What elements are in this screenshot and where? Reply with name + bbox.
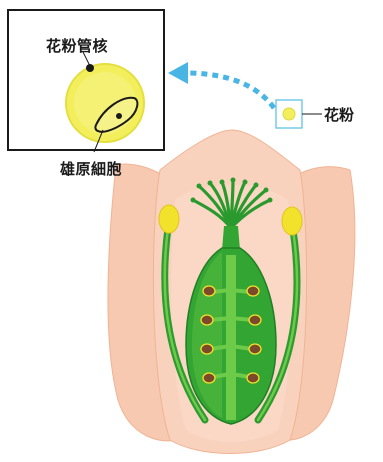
ovule — [201, 315, 213, 325]
stamen-anther-right — [282, 207, 302, 235]
style — [222, 226, 240, 250]
pollen-small-box — [276, 100, 322, 128]
pollen-tube-nucleus-label: 花粉管核 — [46, 35, 108, 56]
pollen-grain-small — [283, 108, 295, 120]
pollen-enlarged-frame — [8, 10, 164, 152]
ovule — [203, 373, 215, 383]
arrow-head — [168, 62, 188, 84]
generative-cell-nucleus — [116, 113, 122, 119]
pollen-label: 花粉 — [324, 104, 354, 125]
ovule — [203, 286, 215, 296]
ovule — [247, 373, 259, 383]
ovule — [249, 315, 261, 325]
ovule — [249, 344, 261, 354]
stamen-anther-left — [159, 205, 179, 233]
ovule — [201, 344, 213, 354]
dashed-arrow — [168, 62, 274, 108]
generative-cell-label: 雄原細胞 — [60, 158, 122, 179]
ovule — [247, 286, 259, 296]
